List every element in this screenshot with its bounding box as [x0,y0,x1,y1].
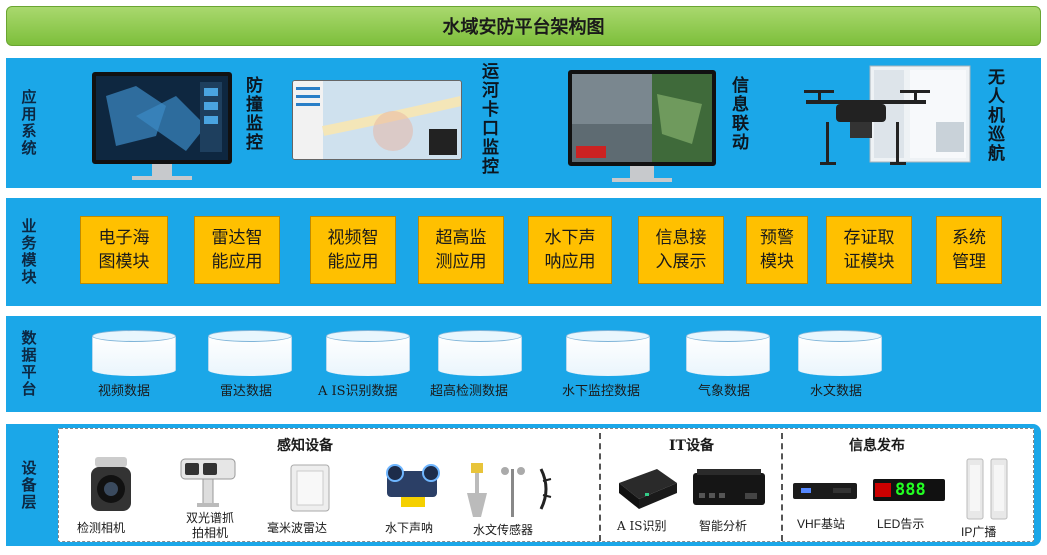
device-label-sonar: 水下声呐 [385,521,434,535]
app-label-canal: 运河卡口监控 [478,62,498,176]
device-label-ip: IP广播 [961,525,997,539]
ais-box-icon [615,463,681,513]
hydro-sensor-icon [459,459,559,519]
store-label-ais: A IS识别数据 [318,384,398,399]
vhf-station-icon [793,481,857,501]
app-label-collision: 防撞监控 [242,76,262,152]
ptz-camera-icon [89,457,133,513]
device-label-hydro: 水文传感器 [473,523,534,537]
store-label-video: 视频数据 [98,384,151,399]
monitor-icon [568,70,716,184]
group-title-it: IT设备 [669,438,714,454]
dual-camera-icon [177,455,241,509]
device-panel: 感知设备 IT设备 信息发布 检测相机 双光谱抓拍相机 [58,428,1034,542]
layer-business: 业务模块 电子海图模块 雷达智能应用 视频智能应用 超高监测应用 水下声呐应用 … [6,198,1041,306]
layer-data: 数据平台 视频数据 雷达数据 A IS识别数据 超高检测数据 水下监控数据 气象… [6,316,1041,412]
device-label-analysis: 智能分析 [699,519,748,533]
group-divider [599,433,601,541]
layer-application: 应用系统 防撞监控 [6,58,1041,188]
sonar-icon [381,459,445,515]
module-info: 信息接入展示 [638,216,724,284]
database-icon [798,330,882,376]
drone-icon [796,62,976,184]
database-icon [566,330,650,376]
module-chart: 电子海图模块 [80,216,168,284]
device-label-ais: A IS识别 [617,519,667,533]
led-digits: 888 [895,480,926,500]
group-title-publish: 信息发布 [849,438,905,454]
group-title-sensing: 感知设备 [277,438,333,454]
module-radar: 雷达智能应用 [194,216,280,284]
app-label-linkage: 信息联动 [728,76,748,152]
store-label-underwater: 水下监控数据 [562,384,641,399]
monitor-icon [292,80,462,160]
analysis-box-icon [689,465,769,511]
module-video: 视频智能应用 [310,216,396,284]
layer-device: 设备层 感知设备 IT设备 信息发布 检测相机 双 [6,424,1041,546]
app-label-drone: 无人机巡航 [984,68,1004,163]
database-icon [208,330,292,376]
diagram-title: 水域安防平台架构图 [6,6,1041,46]
module-alert: 预警模块 [746,216,808,284]
radar-icon [289,463,331,513]
device-label-radar: 毫米波雷达 [267,521,328,535]
module-evidence: 存证取证模块 [826,216,912,284]
group-divider [781,433,783,541]
module-sonar: 水下声呐应用 [528,216,612,284]
layer-label-device: 设备层 [19,459,38,511]
database-icon [326,330,410,376]
layer-label-data: 数据平台 [19,330,38,398]
module-height: 超高监测应用 [418,216,504,284]
layer-label-business: 业务模块 [19,218,38,286]
device-label-camera: 检测相机 [77,521,126,535]
led-board-icon: 888 [873,479,945,501]
database-icon [686,330,770,376]
module-system: 系统管理 [936,216,1002,284]
store-label-hydro: 水文数据 [810,384,863,399]
store-label-weather: 气象数据 [698,384,751,399]
device-label-led: LED告示 [877,517,925,531]
device-label-vhf: VHF基站 [797,517,846,531]
store-label-radar: 雷达数据 [220,384,273,399]
monitor-icon [92,72,232,184]
layer-label-application: 应用系统 [19,89,38,157]
speaker-icon [963,457,1013,521]
device-label-dual-camera: 双光谱抓拍相机 [185,511,234,540]
store-label-height: 超高检测数据 [430,384,509,399]
database-icon [92,330,176,376]
database-icon [438,330,522,376]
